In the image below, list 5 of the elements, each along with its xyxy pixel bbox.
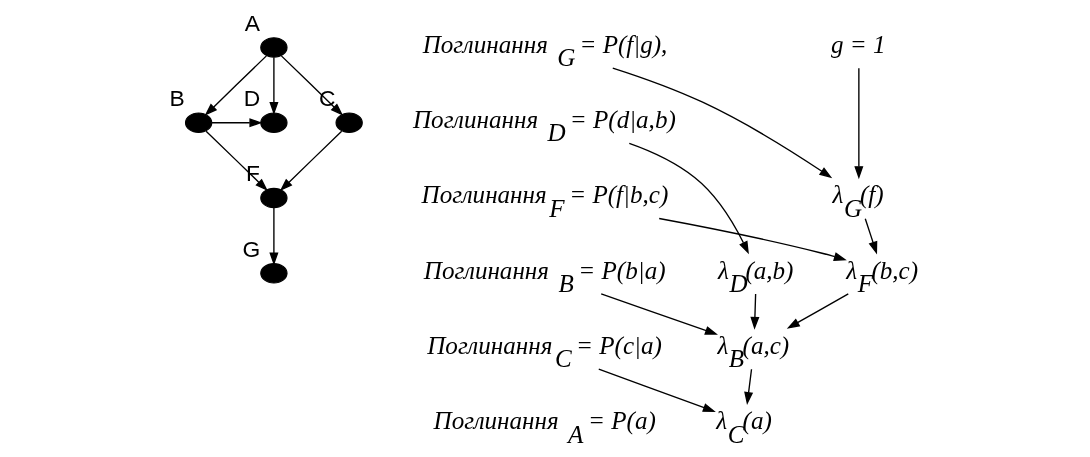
node-label: D	[243, 85, 261, 112]
node-label: B	[169, 85, 185, 112]
node-label: A	[244, 9, 261, 36]
node-text: g = 1	[830, 30, 886, 58]
node-label: G	[242, 235, 261, 262]
